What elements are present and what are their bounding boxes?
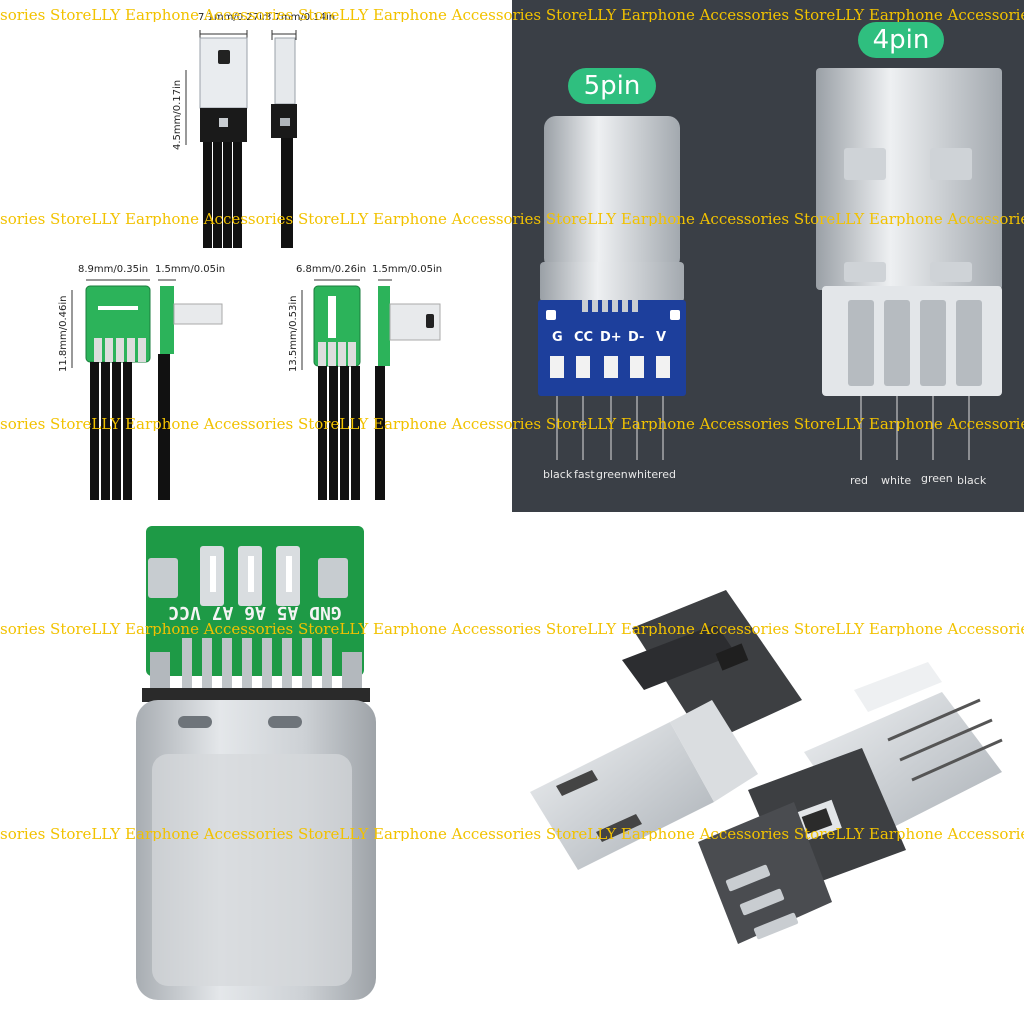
typec-pcb-drawing xyxy=(136,526,376,1000)
typec-pcb-panel: GND A5 A6 A7 VCC xyxy=(0,512,512,1024)
pinout-panel: 5pin 4pin G CC D+ D- V black fast green … xyxy=(512,0,1024,512)
micro-usb-plug-front xyxy=(698,662,1003,944)
typec-pcb-board xyxy=(146,526,364,692)
usba-connector xyxy=(816,68,1002,460)
typec-pin-label: D+ xyxy=(600,330,622,345)
typec-pin-label: D- xyxy=(628,330,645,345)
dim-top-depth: 3.7mm/0.14in xyxy=(265,12,336,23)
typec-wire-color-label: white xyxy=(628,468,659,481)
typec-wire-color-label: red xyxy=(658,468,677,481)
mini-usb-dimensions-panel: 7.1mm/0.27in 3.7mm/0.14in 4.5mm/0.17in 8… xyxy=(0,0,512,512)
dim-top-width: 7.1mm/0.27in xyxy=(198,12,269,23)
typec-wire-color-label: black xyxy=(543,468,573,481)
pcb-silkscreen-text: GND A5 A6 A7 VCC xyxy=(168,602,342,623)
micro-usb-plug-rear xyxy=(530,590,802,870)
mini-usb-side-view xyxy=(271,30,297,248)
typec-pin-label: V xyxy=(656,330,667,345)
dim-left-height: 11.8mm/0.46in xyxy=(58,295,69,373)
dim-right-width: 6.8mm/0.26in xyxy=(296,264,367,275)
dim-left-width: 8.9mm/0.35in xyxy=(78,264,149,275)
pinout-drawing xyxy=(538,68,1002,460)
typec-connector xyxy=(538,116,686,460)
usba-wire-color-label: white xyxy=(881,474,912,487)
typec-wire-color-label: fast xyxy=(574,468,595,481)
typec-seam xyxy=(142,688,370,702)
typec-pin-count-badge: 5pin xyxy=(568,68,656,104)
usba-pin-count-badge: 4pin xyxy=(858,22,944,58)
dim-right-height: 13.5mm/0.53in xyxy=(288,295,299,373)
typec-pin-label: CC xyxy=(574,330,594,345)
mini-usb-drawing xyxy=(71,30,441,500)
typec-pin-label: G xyxy=(552,330,563,345)
micro-usb-panel xyxy=(512,512,1024,1024)
dim-left-depth: 1.5mm/0.05in xyxy=(155,264,226,275)
dim-right-depth: 1.5mm/0.05in xyxy=(372,264,443,275)
mini-usb-pcb-front-small xyxy=(71,279,151,500)
dim-top-height: 4.5mm/0.17in xyxy=(172,79,183,150)
typec-shell xyxy=(136,700,376,1000)
mini-usb-pcb-side-small xyxy=(158,279,223,500)
usba-wire-color-label: green xyxy=(921,472,953,485)
micro-usb-drawing xyxy=(530,590,1003,944)
mini-usb-pcb-front-large xyxy=(301,279,361,500)
usba-wire-color-label: black xyxy=(957,474,987,487)
typec-wire-color-label: green xyxy=(596,468,628,481)
mini-usb-pcb-side-large xyxy=(375,279,441,500)
usba-wire-color-label: red xyxy=(850,474,869,487)
mini-usb-front-view xyxy=(185,30,248,248)
